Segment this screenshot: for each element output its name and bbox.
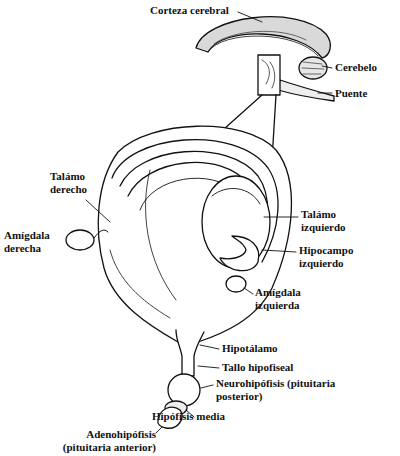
part-label: Cerebelo bbox=[335, 61, 395, 74]
part-label: Corteza cerebral bbox=[150, 4, 250, 17]
part-label: Neurohipófisis (pituitaria posterior) bbox=[216, 377, 336, 403]
part-label: Amígdala derecha bbox=[4, 229, 62, 255]
part-label: Hipotálamo bbox=[222, 342, 312, 355]
part-label: Hipófisis media bbox=[152, 410, 242, 423]
part-label: Hipocampo izquierdo bbox=[299, 244, 367, 270]
part-label: Adenohipófisis (pituitaria anterior) bbox=[38, 428, 156, 454]
part-label: Tallo hipofiseal bbox=[222, 361, 322, 374]
part-label: Puente bbox=[335, 87, 395, 100]
part-label: Amígdala izquierda bbox=[255, 286, 315, 312]
part-label: Talámo izquierdo bbox=[301, 208, 363, 234]
part-label: Talámo derecho bbox=[50, 170, 108, 196]
